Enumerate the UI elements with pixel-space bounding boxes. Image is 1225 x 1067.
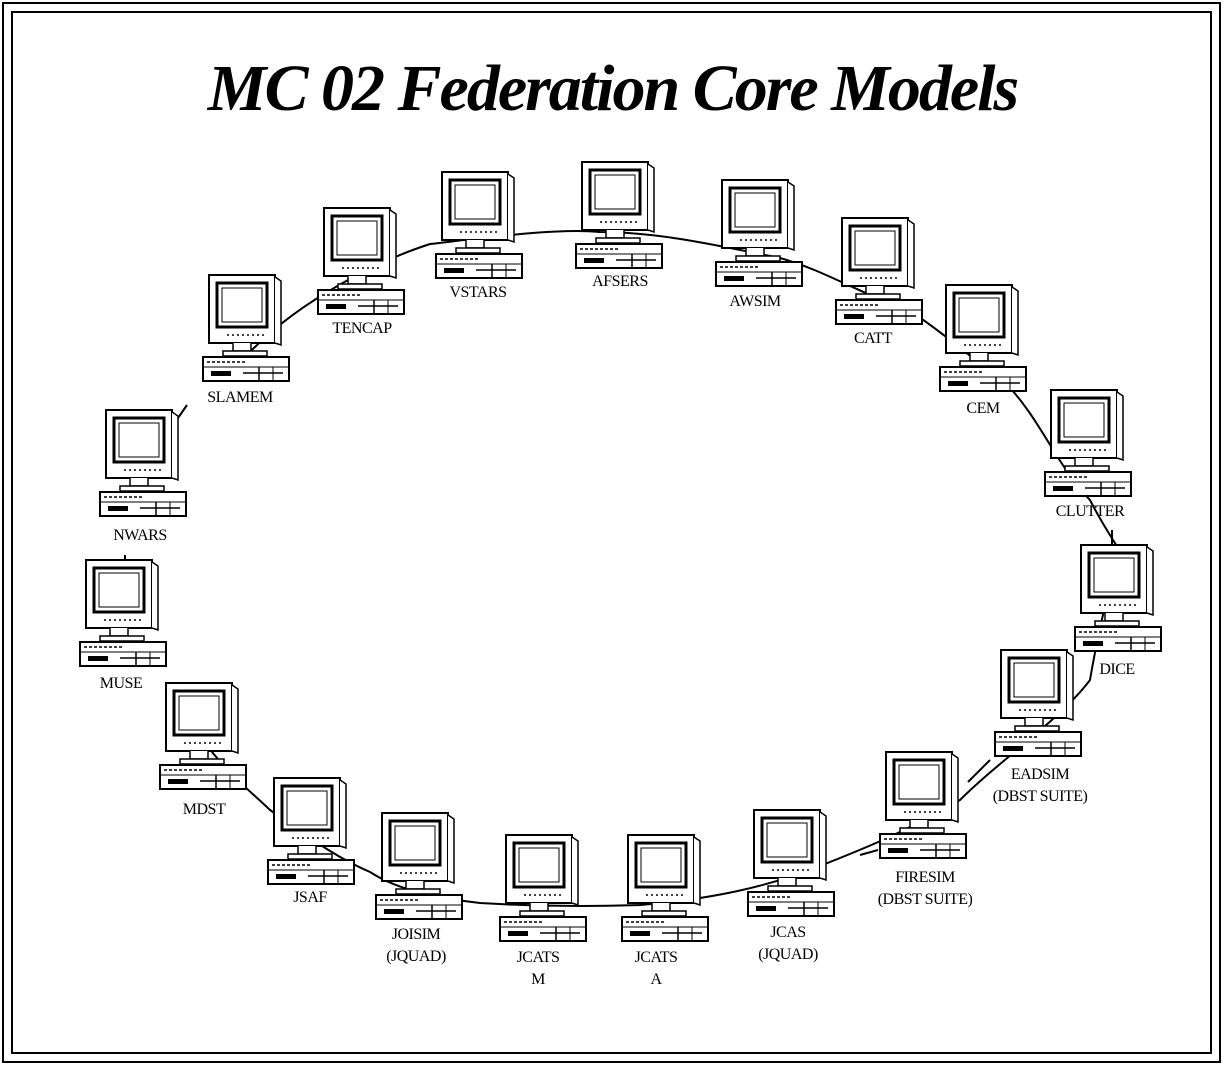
computer-icon (879, 751, 967, 859)
node-label-jcats-m: JCATS (517, 949, 560, 966)
network-node-afsers: AFSERS (575, 161, 663, 290)
network-node-catt: CATT (835, 217, 923, 347)
node-label-eadsim-line2: (DBST SUITE) (993, 788, 1088, 805)
computer-icon (499, 834, 587, 942)
network-node-dice: DICE (1074, 544, 1162, 678)
node-label-dice: DICE (1099, 661, 1134, 678)
network-cable-ring (167, 229, 1120, 908)
node-label-catt: CATT (854, 330, 893, 347)
node-label-awsim: AWSIM (729, 293, 781, 310)
computer-icon (99, 409, 187, 517)
computer-icon (267, 777, 355, 885)
network-node-slamem: SLAMEM (202, 274, 290, 406)
network-cable-stub (967, 759, 991, 783)
computer-icon (79, 559, 167, 667)
node-label-jcas-line2: (JQUAD) (758, 946, 818, 963)
node-label-joisim: JOISIM (392, 926, 441, 943)
network-node-tencap: TENCAP (317, 207, 405, 337)
node-label-nwars: NWARS (113, 527, 167, 544)
network-node-joisim: JOISIM (JQUAD) (375, 812, 463, 965)
node-label-vstars: VSTARS (449, 284, 506, 301)
computer-icon (835, 217, 923, 325)
computer-icon (202, 274, 290, 382)
computer-icon (317, 207, 405, 315)
node-label-jsaf: JSAF (293, 889, 327, 906)
network-node-jsaf: JSAF (267, 777, 355, 906)
computer-icon (994, 649, 1082, 757)
network-node-eadsim: EADSIM (DBST SUITE) (993, 649, 1088, 805)
network-node-jcas: JCAS (JQUAD) (747, 809, 835, 963)
node-label-afsers: AFSERS (592, 273, 648, 290)
node-label-mdst: MDST (183, 801, 226, 818)
network-cable-stub (859, 849, 879, 856)
inner-border (11, 11, 1212, 1054)
network-node-awsim: AWSIM (715, 179, 803, 310)
node-label-joisim-line2: (JQUAD) (386, 948, 446, 965)
computer-icon (159, 682, 247, 790)
node-label-clutter: CLUTTER (1056, 503, 1125, 520)
node-label-muse: MUSE (100, 675, 142, 692)
network-node-cem: CEM (939, 284, 1027, 417)
network-node-vstars: VSTARS (435, 171, 523, 301)
network-node-mdst: MDST (159, 682, 247, 818)
network-node-muse: MUSE (79, 559, 167, 692)
node-label-firesim: FIRESIM (895, 869, 955, 886)
network-node-jcats-a: JCATS A (621, 834, 709, 988)
network-cable-stub (177, 404, 188, 419)
node-label-jcats-a-line2: A (650, 971, 662, 988)
network-node-clutter: CLUTTER (1044, 389, 1132, 520)
computer-icon (1074, 544, 1162, 652)
computer-icon (939, 284, 1027, 392)
computer-icon (435, 171, 523, 279)
computer-icon (375, 812, 463, 920)
network-node-firesim: FIRESIM (DBST SUITE) (878, 751, 973, 908)
computer-icon (1044, 389, 1132, 497)
computer-icon (621, 834, 709, 942)
node-label-jcas: JCAS (770, 924, 805, 941)
network-nodes: SLAMEM TENCAP VSTARS AFSERS AWSIM CATT CEM CLUT… (79, 161, 1162, 988)
node-label-jcats-m-line2: M (531, 971, 545, 988)
computer-icon (575, 161, 663, 269)
node-label-firesim-line2: (DBST SUITE) (878, 891, 973, 908)
network-node-nwars: NWARS (99, 409, 187, 544)
computer-icon (715, 179, 803, 287)
node-label-eadsim: EADSIM (1011, 766, 1070, 783)
network-node-jcats-m: JCATS M (499, 834, 587, 988)
node-label-slamem: SLAMEM (207, 389, 273, 406)
node-label-jcats-a: JCATS (635, 949, 678, 966)
computer-icon (747, 809, 835, 917)
diagram-title: MC 02 Federation Core Models (207, 52, 1019, 125)
node-label-tencap: TENCAP (332, 320, 392, 337)
node-label-cem: CEM (966, 400, 999, 417)
